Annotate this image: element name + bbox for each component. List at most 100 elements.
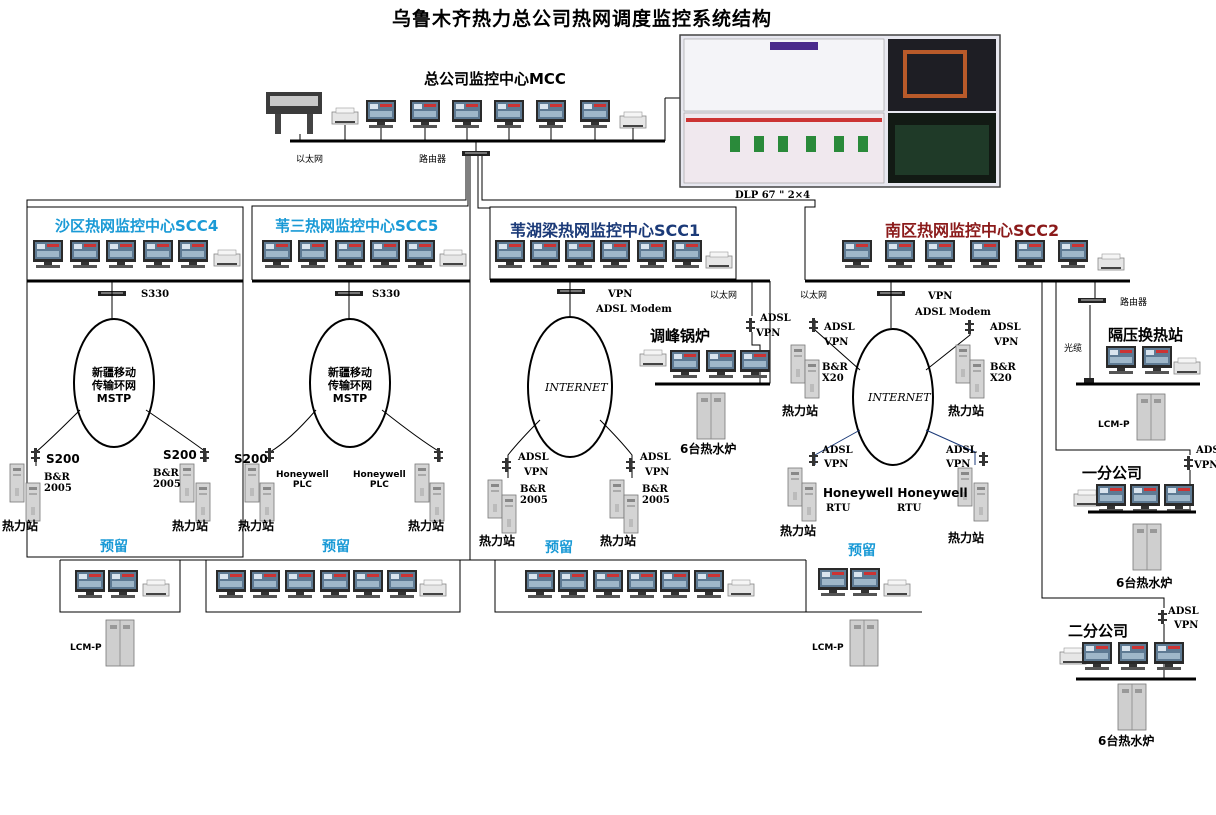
cabinet-icon <box>429 482 445 522</box>
isolated-station-label: 隔压换热站 <box>1108 326 1184 344</box>
monitor-icon <box>452 100 482 128</box>
cabinet-icon <box>9 463 25 503</box>
reserved-2-equipment <box>216 570 447 598</box>
dlp-video-wall <box>679 34 1001 188</box>
internet-cloud <box>852 328 934 466</box>
adapter-icon <box>200 448 209 462</box>
scc1-vpn-right: VPN <box>645 467 670 478</box>
diagram-title: 乌鲁木齐热力总公司热网调度监控系统结构 <box>392 8 773 30</box>
reserved-3-equipment <box>525 570 755 598</box>
scc5-ring-label: 新疆移动 传输环网 MSTP <box>328 366 372 405</box>
monitor-icon <box>250 570 280 598</box>
mstp-ring <box>309 318 391 448</box>
scc2-station-bl: 热力站 <box>780 524 817 538</box>
scc1-plc-right: B&R 2005 <box>642 484 670 506</box>
isolated-lcm-label: LCM-P <box>1098 420 1130 430</box>
boiler-icon <box>696 392 726 440</box>
printer-icon <box>439 249 467 267</box>
vpn-icon <box>965 320 974 334</box>
monitor-icon <box>536 100 566 128</box>
branch2-label: 二分公司 <box>1068 622 1129 640</box>
monitor-icon <box>298 240 328 268</box>
monitor-icon <box>530 240 560 268</box>
monitor-icon <box>1096 484 1126 512</box>
monitor-icon <box>970 240 1000 268</box>
scc5-station-right: 热力站 <box>408 519 445 533</box>
monitor-icon <box>1082 642 1112 670</box>
scc2-station-tr: 热力站 <box>948 404 985 418</box>
branch-lines <box>1041 281 1191 608</box>
cabinet-icon <box>414 463 430 503</box>
monitor-icon <box>637 240 667 268</box>
modem-icon <box>557 289 585 294</box>
printer-icon <box>213 249 241 267</box>
monitor-icon <box>143 240 173 268</box>
scc1-adsl-right: ADSL <box>640 452 671 463</box>
cabinet-icon <box>609 479 625 519</box>
monitor-icon <box>1142 346 1172 374</box>
scc1-vpn-label: VPN <box>608 289 633 300</box>
scc2-router-label: 路由器 <box>1120 298 1148 308</box>
monitor-icon <box>335 240 365 268</box>
printer-icon <box>142 579 170 597</box>
router-icon <box>1078 298 1106 303</box>
cabinet-icon <box>179 463 195 503</box>
printer-icon <box>727 579 755 597</box>
branch1-equipment <box>1073 484 1194 512</box>
vpn-icon <box>979 452 988 466</box>
cabinet-icon <box>487 479 503 519</box>
monitor-icon <box>706 350 736 378</box>
monitor-icon <box>660 570 690 598</box>
cabinet-icon <box>259 482 275 522</box>
monitor-icon <box>670 350 700 378</box>
scc5-station-left: 热力站 <box>238 519 275 533</box>
scc1-station-left: 热力站 <box>479 534 516 548</box>
scc1-vpn-left: VPN <box>524 467 549 478</box>
router-icon <box>462 151 490 156</box>
scc4-right-plc: B&R 2005 <box>153 468 181 490</box>
scc4-switch-label: S330 <box>141 289 170 300</box>
peak-boiler-label: 调峰锅炉 <box>650 327 711 345</box>
scc2-vpn-tl: VPN <box>824 337 849 348</box>
monitor-icon <box>1106 346 1136 374</box>
monitor-icon <box>370 240 400 268</box>
cabinet-icon <box>790 344 806 384</box>
cabinet-icon <box>787 467 803 507</box>
scc2-modem-label: ADSL Modem <box>915 307 991 318</box>
lcm-icon <box>849 619 879 667</box>
adapter-icon <box>434 448 443 462</box>
printer-icon <box>1173 357 1201 375</box>
scc5-label: 苇三热网监控中心SCC5 <box>275 217 439 235</box>
monitor-icon <box>565 240 595 268</box>
monitor-icon <box>106 240 136 268</box>
scc4-equipment <box>33 240 241 268</box>
monitor-icon <box>387 570 417 598</box>
monitor-icon <box>627 570 657 598</box>
monitor-icon <box>285 570 315 598</box>
scc4-left-node: S200 <box>46 452 80 466</box>
scc2-station-tl: 热力站 <box>782 404 819 418</box>
monitor-icon <box>1015 240 1045 268</box>
peak-boiler-count: 6台热水炉 <box>680 442 737 456</box>
lcm-icon <box>1136 393 1166 441</box>
printer-icon <box>619 111 647 129</box>
scc2-rtu-left: RTU <box>826 503 851 514</box>
reserved-4-equipment <box>818 568 911 597</box>
scc5-right-plc: Honeywell PLC <box>353 470 406 490</box>
scc2-vpn-tr: VPN <box>994 337 1019 348</box>
reserved-lcm-right: LCM-P <box>812 643 844 653</box>
boiler-icon <box>1117 683 1147 731</box>
scc2-rtu-label: Honeywell Honeywell <box>823 486 968 500</box>
scc4-reserved: 预留 <box>100 539 128 555</box>
cabinet-icon <box>501 494 517 534</box>
monitor-icon <box>108 570 138 598</box>
branch1-adsl: ADSL <box>1196 445 1216 456</box>
vpn-icon <box>1184 456 1193 470</box>
scc1-ethernet-label: 以太网 <box>710 291 738 301</box>
scc2-equipment <box>842 240 1125 271</box>
branch2-equipment <box>1059 642 1184 670</box>
monitor-icon <box>75 570 105 598</box>
peak-vpn-label: VPN <box>756 328 781 339</box>
monitor-icon <box>1130 484 1160 512</box>
reserved-lcm-left: LCM-P <box>70 643 102 653</box>
